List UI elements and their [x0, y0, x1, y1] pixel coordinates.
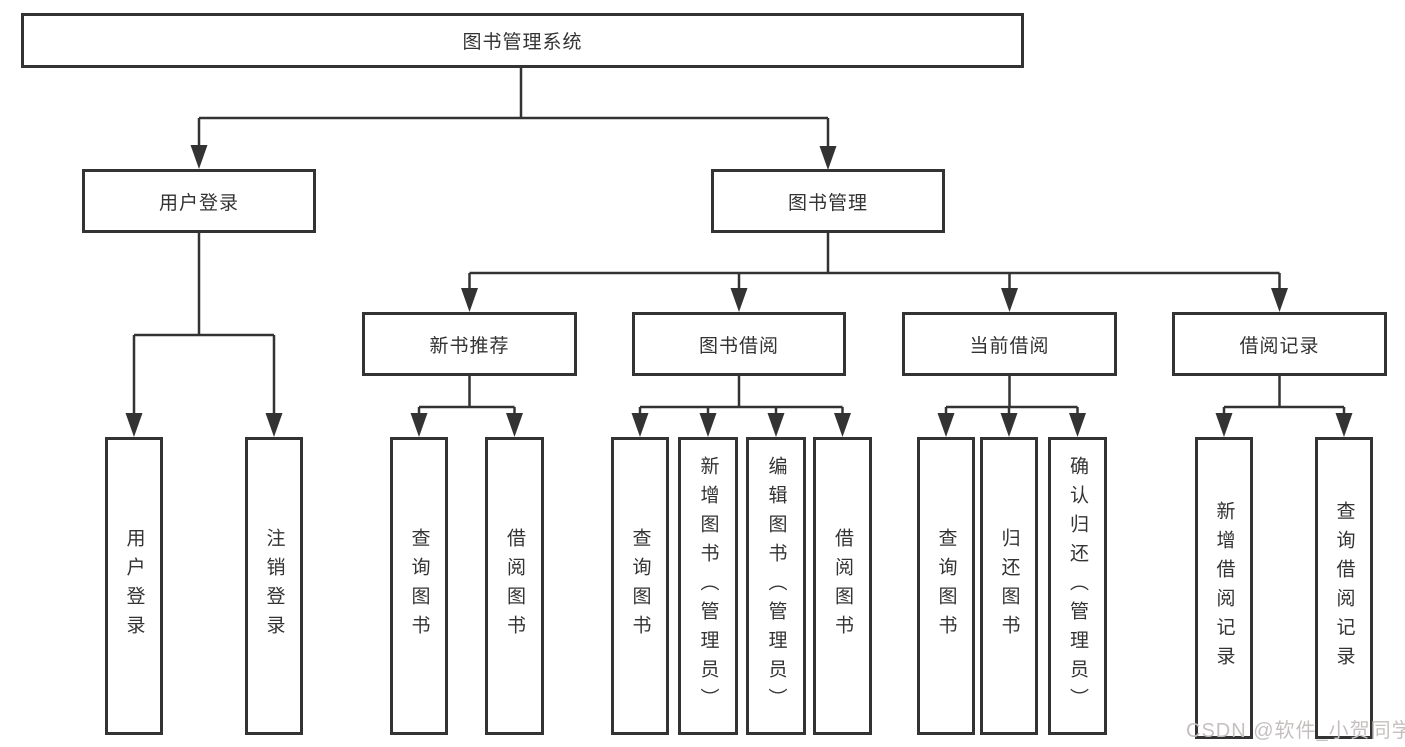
arrowhead	[1335, 413, 1353, 437]
leaf-logout: 注销登录	[245, 437, 303, 735]
leaf-borrow-books-borrowing: 借阅图书	[813, 437, 872, 735]
node-new-book-recommendation: 新书推荐	[362, 312, 577, 376]
arrowhead	[410, 413, 428, 437]
node-label: 查询图书	[408, 528, 430, 644]
connector-new-book-recommendation	[417, 376, 516, 416]
leaf-query-books-recommend: 查询图书	[390, 437, 448, 735]
leaf-query-books-current: 查询图书	[917, 437, 975, 735]
arrowhead	[937, 413, 955, 437]
node-label: 新书推荐	[429, 335, 510, 357]
node-label: 借阅记录	[1239, 335, 1320, 357]
node-label: 用户登录	[158, 192, 239, 214]
arrowhead	[834, 413, 851, 437]
watermark: CSDN @软件_小贺同学	[1186, 720, 1405, 742]
arrowhead	[265, 413, 283, 437]
arrowheads	[125, 145, 1353, 437]
leaf-user-login: 用户登录	[105, 437, 163, 735]
node-label: 借阅图书	[504, 528, 525, 644]
connector-user-login	[132, 232, 276, 415]
node-label: 查询图书	[935, 528, 957, 644]
arrowhead	[1215, 413, 1233, 437]
arrowhead	[767, 413, 785, 437]
connector-book-management	[468, 233, 1281, 291]
connector-book-borrowing	[638, 376, 844, 416]
arrowhead	[699, 413, 717, 437]
node-book-borrowing: 图书借阅	[632, 312, 846, 376]
node-label: 查询图书	[629, 528, 651, 644]
arrowhead	[1069, 413, 1086, 437]
node-current-borrowing: 当前借阅	[902, 312, 1117, 376]
node-label: 查询借阅记录	[1333, 501, 1355, 675]
node-label: 借阅图书	[832, 528, 853, 644]
node-label: 新增图书（管理员）	[697, 455, 719, 717]
leaf-borrow-books-recommend: 借阅图书	[485, 437, 544, 735]
arrowhead	[506, 413, 523, 437]
leaf-edit-books-admin: 编辑图书（管理员）	[746, 437, 806, 735]
node-label: 新增借阅记录	[1213, 501, 1235, 675]
arrowhead	[190, 145, 208, 169]
arrowhead	[125, 413, 143, 437]
node-label: 编辑图书（管理员）	[765, 455, 787, 717]
node-label: 注销登录	[263, 528, 285, 644]
connector-root	[197, 68, 830, 148]
node-label: 当前借阅	[969, 335, 1050, 357]
node-user-login: 用户登录	[82, 169, 316, 233]
node-borrowing-records: 借阅记录	[1172, 312, 1387, 376]
leaf-confirm-return-admin: 确认归还（管理员）	[1048, 437, 1107, 735]
connector-borrowing-records	[1222, 376, 1346, 416]
arrowhead	[461, 288, 478, 312]
node-label: 用户登录	[123, 528, 145, 644]
node-label: 确认归还（管理员）	[1067, 455, 1088, 717]
arrowhead	[1001, 288, 1018, 312]
arrowhead	[730, 288, 748, 312]
leaf-add-books-admin: 新增图书（管理员）	[678, 437, 738, 735]
node-label: 归还图书	[998, 528, 1020, 644]
node-label: 图书管理	[787, 192, 868, 214]
arrowhead	[1271, 288, 1288, 312]
arrowhead	[631, 413, 649, 437]
connector-current-borrowing	[944, 376, 1079, 416]
arrowhead	[819, 146, 837, 170]
leaf-query-borrow-record: 查询借阅记录	[1315, 437, 1373, 739]
node-label: 图书管理系统	[462, 32, 583, 53]
node-label: 图书借阅	[698, 335, 779, 357]
leaf-query-books-borrowing: 查询图书	[611, 437, 669, 735]
node-book-management: 图书管理	[711, 169, 945, 233]
leaf-add-borrow-record: 新增借阅记录	[1195, 437, 1253, 739]
node-book-management-system: 图书管理系统	[21, 13, 1024, 68]
arrowhead	[1000, 413, 1018, 437]
leaf-return-books: 归还图书	[980, 437, 1038, 735]
